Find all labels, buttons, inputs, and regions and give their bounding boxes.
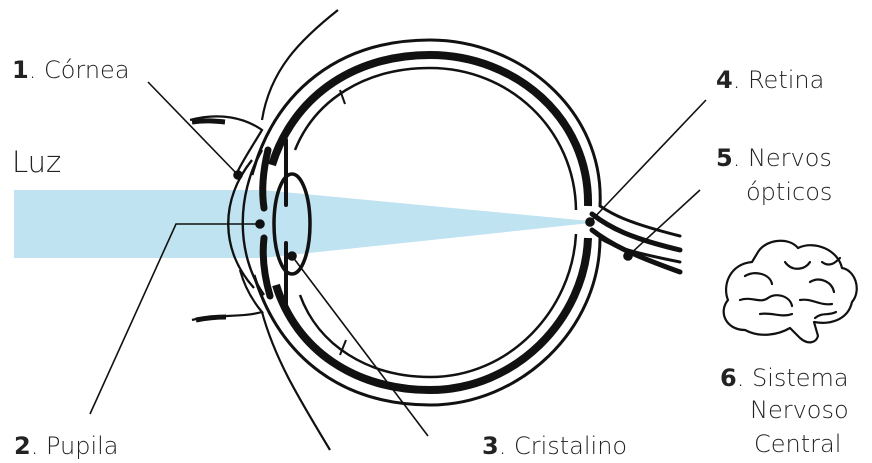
label-pupil: 2. Pupila xyxy=(14,432,119,460)
label-optic-nerves-line2: ópticos xyxy=(746,178,832,206)
label-retina: 4. Retina xyxy=(716,66,824,94)
pointer-lines xyxy=(90,82,706,436)
optic-nerve xyxy=(592,206,680,272)
label-optic-nerves: 5. Nervos xyxy=(716,144,832,172)
label-cornea: 1. Córnea xyxy=(12,56,130,84)
label-cns-line3: Central xyxy=(754,430,841,458)
label-cns-line2: Nervoso xyxy=(750,396,849,424)
label-cns: 6. Sistema xyxy=(720,364,849,392)
label-lens: 3. Cristalino xyxy=(482,432,627,460)
brain-icon xyxy=(724,241,857,343)
label-light: Luz xyxy=(12,145,61,179)
